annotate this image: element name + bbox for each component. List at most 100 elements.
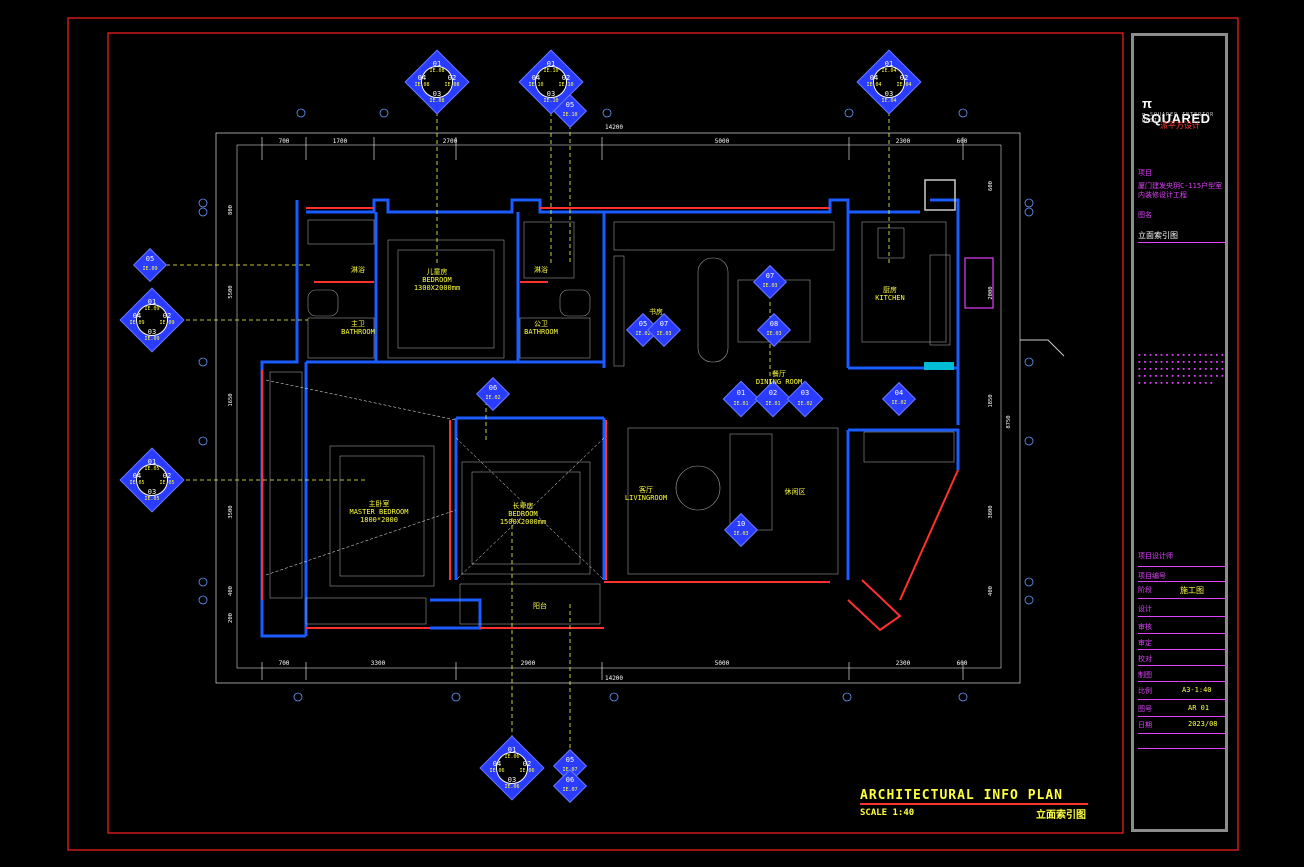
index-sheet-ref: IE.06 [489,768,505,774]
project-label: 项目 [1138,169,1152,177]
plan-title-cn: 立面索引图 [1036,810,1086,821]
room-label-wc1: 淋浴 [351,266,365,274]
tb-row-3: 审核 [1138,623,1152,631]
svg-text:800: 800 [228,205,234,215]
drawing-label: 图名 [1138,211,1152,219]
index-number: 04 [132,472,142,480]
title-underline [860,803,1088,805]
index-sheet-ref: IE.08 [429,98,445,104]
index-number: 01 [432,60,442,68]
svg-text:1850: 1850 [988,394,994,407]
inner-frame [107,32,1124,834]
index-sheet-ref: IE.09 [144,336,160,342]
index-sheet-ref: IE.05 [129,480,145,486]
svg-text:600: 600 [988,181,994,191]
tb-row-2: 设计 [1138,605,1152,613]
index-number: 01 [147,458,157,466]
index-number: 04 [492,760,502,768]
general-notes: ▪ ▪ ▪ ▪ ▪ ▪ ▪ ▪ ▪ ▪ ▪ ▪ ▪ ▪ ▪ ▪ ▪ ▪ ▪ ▪ … [1138,353,1224,386]
index-sheet-ref: IE.08 [444,82,460,88]
index-number: 02 [162,312,172,320]
dim-top-6: 600 [957,138,968,145]
svg-text:5500: 5500 [228,285,234,298]
plan-title: ARCHITECTURAL INFO PLAN [860,788,1064,803]
stage-value: 施工图 [1180,586,1204,595]
index-sheet-ref: IE.10 [528,82,544,88]
svg-text:200: 200 [228,613,234,623]
svg-text:2000: 2000 [988,286,994,299]
index-number: 02 [561,74,571,82]
index-sheet-ref: IE.06 [519,768,535,774]
tb-row-0: 项目设计师 [1138,552,1173,560]
tb-row-4: 审定 [1138,639,1152,647]
index-sheet-ref: IE.10 [558,82,574,88]
dim-bot-6: 600 [957,660,968,667]
project-name: 厦门建发央玥C-115户型室内装修设计工程 [1138,182,1223,199]
dim-top-2: 1700 [333,138,348,145]
index-number: 03 [507,776,517,784]
index-sheet-ref: IE.04 [881,98,897,104]
room-label-leisure: 休闲区 [784,488,806,496]
outer-frame [67,17,1239,851]
index-number: 01 [147,298,157,306]
date-label: 日期 [1138,721,1152,729]
room-label-study: 书房 [649,308,663,316]
index-number: 03 [147,328,157,336]
index-number: 03 [432,90,442,98]
dim-bot-1: 700 [279,660,290,667]
company-logo-cn: 派平方设计 [1160,121,1200,130]
index-number: 03 [147,488,157,496]
index-sheet-ref: IE.04 [866,82,882,88]
index-number: 03 [884,90,894,98]
company-logo: π SQUARED [1142,96,1211,126]
index-sheet-ref: IE.04 [896,82,912,88]
stage-label: 阶段 [1138,586,1152,594]
dim-top-4: 5000 [715,138,730,145]
dim-top-5: 2300 [896,138,911,145]
index-sheet-ref: IE.10 [543,98,559,104]
index-number: 01 [884,60,894,68]
index-sheet-ref: IE.10 [543,68,559,74]
svg-text:1650: 1650 [228,393,234,406]
index-sheet-ref: IE.06 [504,784,520,790]
title-block: π SQUARED π-SQUARED INTERIOR DESIGN 派平方设… [1131,33,1228,832]
index-number: 02 [447,74,457,82]
index-number: 04 [531,74,541,82]
svg-text:3800: 3800 [988,505,994,518]
index-sheet-ref: IE.08 [429,68,445,74]
plan-scale: SCALE 1:40 [860,808,915,818]
index-number: 04 [132,312,142,320]
index-number: 02 [522,760,532,768]
dim-bot-3: 2900 [521,660,536,667]
no-label: 图号 [1138,705,1152,713]
scale-label: 比例 [1138,687,1152,695]
company-logo-sub: π-SQUARED INTERIOR DESIGN [1142,112,1215,124]
top-total-dim: 14200 [605,124,623,131]
index-number: 01 [546,60,556,68]
no-value: AR 01 [1188,704,1210,712]
index-sheet-ref: IE.05 [159,480,175,486]
dim-top-3: 2700 [443,138,458,145]
tb-row-1: 项目编号 [1138,572,1166,580]
index-number: 03 [546,90,556,98]
svg-text:3500: 3500 [228,505,234,518]
index-number: 04 [869,74,879,82]
svg-text:8750: 8750 [1006,415,1012,428]
index-sheet-ref: IE.09 [144,306,160,312]
dim-bot-5: 2300 [896,660,911,667]
drawing-name: 立面索引图 [1138,231,1178,240]
svg-text:400: 400 [228,586,234,596]
index-sheet-ref: IE.08 [414,82,430,88]
dim-bot-2: 3300 [371,660,386,667]
index-sheet-ref: IE.05 [144,466,160,472]
index-number: 04 [417,74,427,82]
